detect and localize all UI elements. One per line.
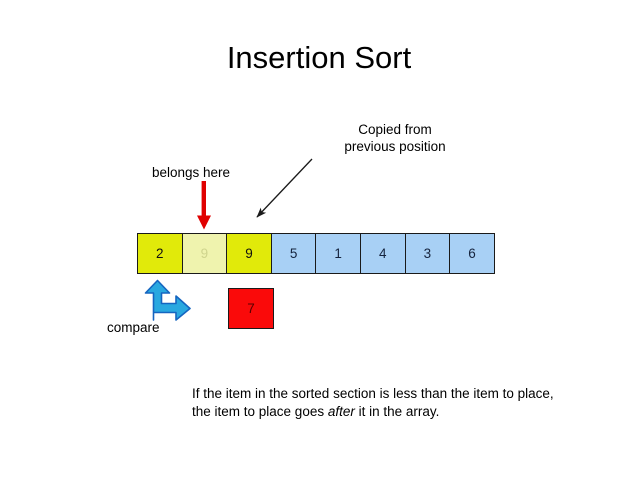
array-cell[interactable]: 9 <box>226 233 272 274</box>
page-title: Insertion Sort <box>226 40 412 75</box>
item-to-place-cell[interactable]: 7 <box>228 288 274 329</box>
copied-from-arrow-icon <box>256 158 313 218</box>
array-cell[interactable]: 1 <box>315 233 361 274</box>
array-cell[interactable]: 2 <box>137 233 183 274</box>
array-cell[interactable]: 6 <box>449 233 495 274</box>
belongs-here-arrow-icon <box>197 181 211 230</box>
annotation-compare: compare <box>107 320 160 335</box>
caption-text: If the item in the sorted section is les… <box>192 385 564 421</box>
array-cell[interactable]: 3 <box>404 233 451 274</box>
array-cell[interactable]: 5 <box>270 233 317 274</box>
array-cell[interactable]: 4 <box>359 233 406 274</box>
compare-arrow-icon <box>144 279 191 321</box>
annotation-copied-from: Copied from previous position <box>300 121 490 155</box>
annotation-copied-line1: Copied from <box>358 122 432 137</box>
caption-part2: it in the array. <box>354 404 440 419</box>
caption-part1: If the item in the sorted section is les… <box>192 386 554 419</box>
caption-emphasis: after <box>327 404 355 419</box>
annotation-belongs-here: belongs here <box>152 165 231 180</box>
array-cell[interactable]: 9 <box>181 233 228 274</box>
annotation-copied-line2: previous position <box>344 139 446 154</box>
array-row: 2 9 9 5 1 4 3 6 <box>137 233 495 274</box>
